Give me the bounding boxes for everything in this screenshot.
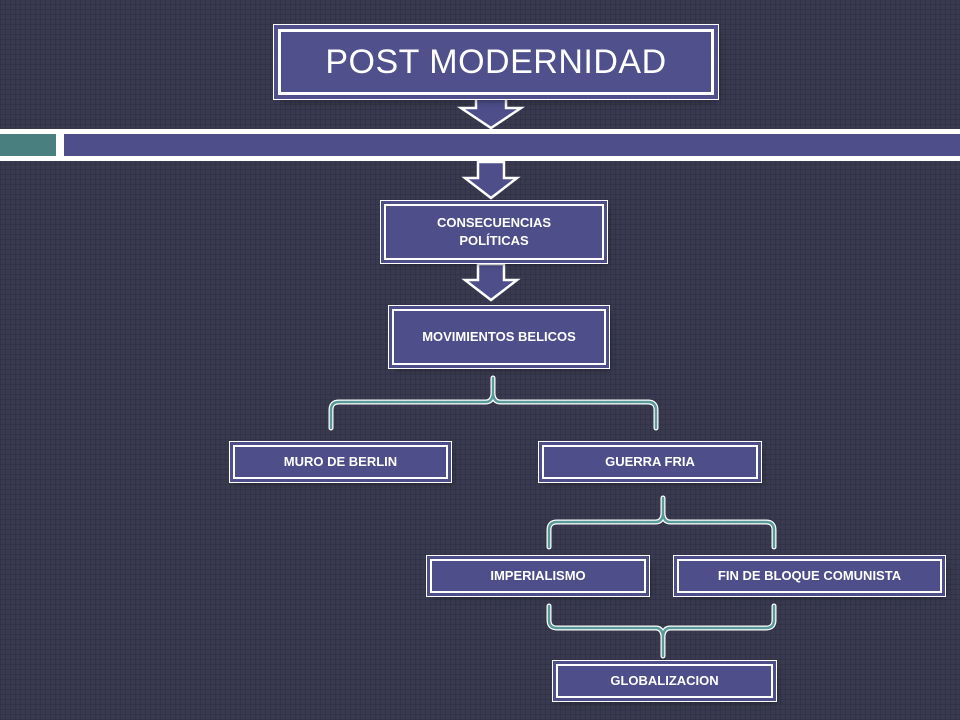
bracket-connector [546, 603, 777, 659]
node-globalizacion: GLOBALIZACION [555, 663, 774, 699]
diagram-title: POST MODERNIDAD [278, 29, 714, 95]
node-guerra-fria: GUERRA FRIA [541, 444, 759, 480]
node-imperialismo: IMPERIALISMO [429, 558, 647, 594]
header-band-teal-block [0, 134, 56, 156]
down-arrow-icon [461, 160, 521, 200]
node-fin-de-bloque-comunista: FIN DE BLOQUE COMUNISTA [676, 558, 943, 594]
node-muro-de-berlin: MURO DE BERLIN [232, 444, 449, 480]
node-movimientos-belicos: MOVIMIENTOS BELICOS [391, 308, 607, 366]
down-arrow-icon [456, 94, 526, 130]
bracket-connector [328, 375, 659, 431]
down-arrow-icon [461, 262, 521, 302]
header-band-blue-bar [64, 134, 960, 156]
node-consecuencias-politicas: CONSECUENCIAS POLÍTICAS [383, 203, 605, 261]
bracket-connector [546, 495, 777, 550]
